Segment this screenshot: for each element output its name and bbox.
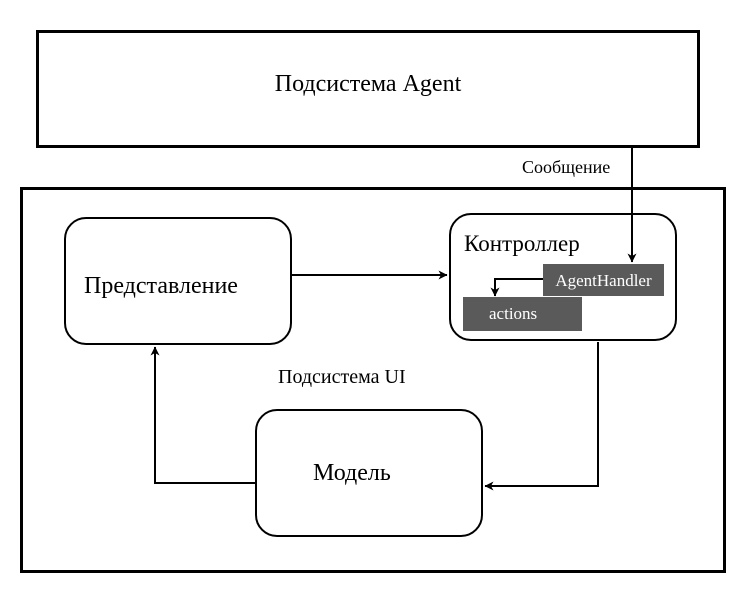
model-node-label: Модель [313, 460, 391, 486]
ui-subsystem-box [20, 187, 726, 573]
controller-node-label: Контроллер [464, 231, 580, 256]
agent-handler-chip: AgentHandler [543, 264, 664, 296]
actions-chip: actions [463, 297, 582, 331]
agent-subsystem-box [36, 30, 700, 148]
model-node [255, 409, 483, 537]
ui-subsystem-label: Подсистема UI [278, 366, 406, 388]
agent-subsystem-label: Подсистема Agent [274, 71, 462, 97]
view-node [64, 217, 292, 345]
message-edge-label: Сообщение [522, 157, 611, 177]
view-node-label: Представление [84, 273, 238, 299]
